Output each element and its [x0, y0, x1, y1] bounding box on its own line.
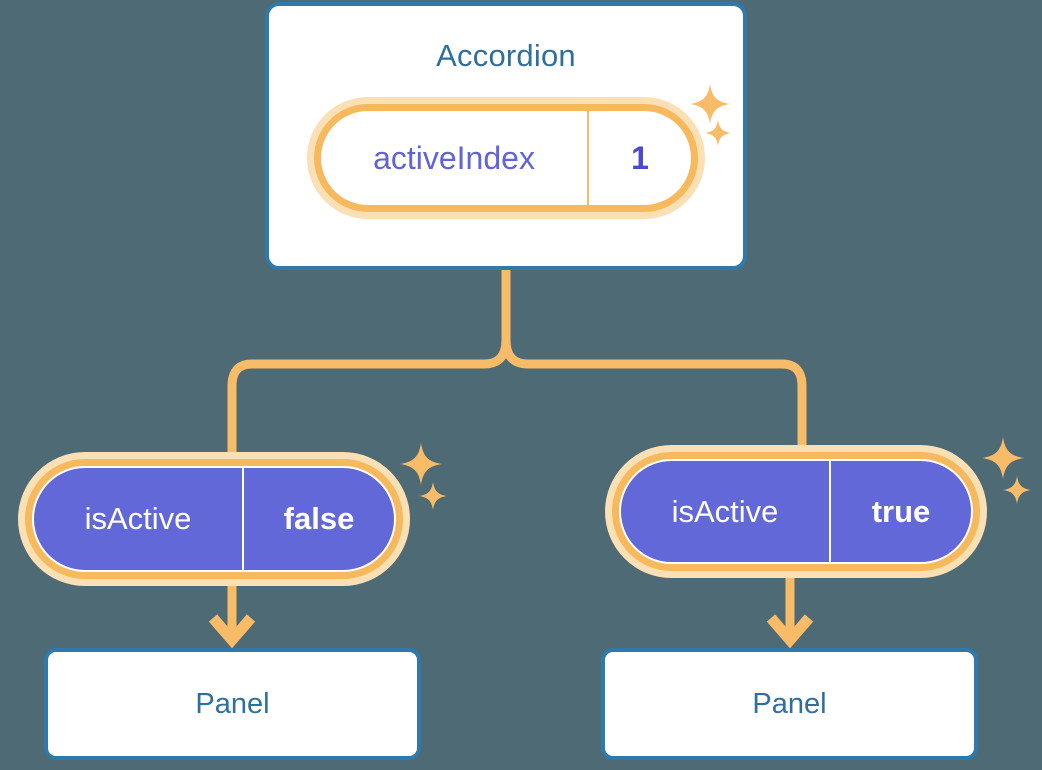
prop-pill-isactive-false[interactable]: isActive false — [18, 452, 410, 586]
prop-pill-ring: isActive false — [25, 459, 403, 579]
prop-pill-body: isActive false — [32, 466, 396, 572]
prop-value-activeindex: 1 — [631, 139, 649, 176]
prop-pill-ring: isActive true — [612, 452, 980, 571]
prop-pill-body: isActive true — [619, 459, 973, 564]
prop-key-activeindex: activeIndex — [321, 111, 589, 205]
prop-pill-activeindex[interactable]: activeIndex 1 — [307, 97, 705, 219]
panel-component-card-left[interactable]: Panel — [44, 648, 421, 760]
sparkle-4-point-icon — [400, 443, 442, 485]
sparkle-4-point-small-icon — [705, 120, 731, 146]
prop-key-isactive-left: isActive — [84, 501, 192, 536]
sparkle-4-point-small-icon — [1003, 476, 1031, 504]
prop-value-isactive-left: false — [242, 468, 394, 570]
arrow-down-icon-right — [766, 614, 814, 649]
prop-key-isactive-right: isActive — [671, 493, 779, 529]
wire-branch-left — [227, 335, 511, 457]
prop-pill-body: activeIndex 1 — [321, 111, 691, 205]
prop-value-isactive-right: true — [829, 461, 971, 562]
panel-title-left: Panel — [195, 687, 270, 720]
panel-title-right: Panel — [752, 687, 827, 720]
panel-component-card-right[interactable]: Panel — [601, 648, 978, 760]
sparkle-4-point-icon — [690, 84, 730, 124]
accordion-title: Accordion — [436, 38, 576, 73]
wire-branch-right — [501, 335, 807, 453]
sparkle-4-point-small-icon — [419, 482, 447, 510]
prop-pill-ring: activeIndex 1 — [314, 104, 698, 212]
arrow-down-icon-left — [208, 614, 256, 649]
sparkle-4-point-icon — [982, 437, 1024, 479]
prop-pill-isactive-true[interactable]: isActive true — [605, 445, 987, 578]
